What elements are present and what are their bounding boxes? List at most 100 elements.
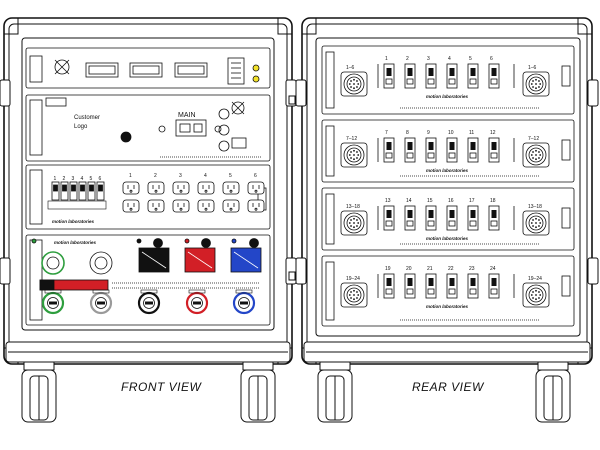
brand-label: motion laboratories <box>54 240 97 245</box>
multipin-connector[interactable] <box>522 282 550 308</box>
branch-breaker[interactable] <box>404 205 416 231</box>
rear-row <box>321 187 575 251</box>
breaker-number: 1 <box>385 56 388 62</box>
knob-icon <box>249 238 259 248</box>
main-breaker-panel <box>25 94 271 162</box>
duplex-outlet[interactable] <box>222 199 240 213</box>
branch-breaker[interactable] <box>425 205 437 231</box>
branch-breaker[interactable] <box>383 137 395 163</box>
indicator-lamp-icon <box>252 75 260 83</box>
branch-breaker[interactable] <box>425 273 437 299</box>
brand-label: motion laboratories <box>426 94 469 99</box>
breaker-number: 20 <box>406 266 412 272</box>
connector-label: 19–24 <box>528 276 542 282</box>
multipin-connector[interactable] <box>522 71 550 97</box>
breaker-number: 10 <box>448 130 454 136</box>
rear-view-label: REAR VIEW <box>412 380 484 394</box>
breaker-number: 14 <box>406 198 412 204</box>
outlet-panel <box>25 164 271 230</box>
duplex-outlet[interactable] <box>172 181 190 195</box>
breaker-number: 17 <box>469 198 475 204</box>
breaker-number: 6 <box>490 56 493 62</box>
duplex-outlet[interactable] <box>147 181 165 195</box>
multipin-connector[interactable] <box>340 142 368 168</box>
branch-breaker[interactable] <box>425 63 437 89</box>
camlok-connector[interactable] <box>232 289 256 315</box>
duplex-outlet[interactable] <box>172 199 190 213</box>
breaker-number: 23 <box>469 266 475 272</box>
breaker-number: 7 <box>385 130 388 136</box>
branch-breaker[interactable] <box>446 137 458 163</box>
front-view-label: FRONT VIEW <box>121 380 202 394</box>
branch-breaker[interactable] <box>404 137 416 163</box>
outlet-number: 4 <box>204 173 207 179</box>
duplex-outlet[interactable] <box>247 181 265 195</box>
branch-breaker[interactable] <box>60 181 69 201</box>
black-phase-box <box>138 247 170 273</box>
rear-row <box>321 255 575 327</box>
connector-label: 13–18 <box>528 204 542 210</box>
breaker-number: 13 <box>385 198 391 204</box>
breaker-number: 22 <box>448 266 454 272</box>
duplex-outlet[interactable] <box>247 199 265 213</box>
branch-breaker[interactable] <box>78 181 87 201</box>
branch-breaker[interactable] <box>87 181 96 201</box>
duplex-outlet[interactable] <box>222 181 240 195</box>
branch-breaker[interactable] <box>383 63 395 89</box>
multipin-connector[interactable] <box>522 142 550 168</box>
breaker-number: 6 <box>99 176 102 182</box>
duplex-outlet[interactable] <box>197 181 215 195</box>
multipin-connector[interactable] <box>340 71 368 97</box>
blue-phase-box <box>230 247 262 273</box>
knob-icon <box>201 238 211 248</box>
branch-breaker[interactable] <box>467 63 479 89</box>
main-breaker[interactable] <box>175 119 207 137</box>
breaker-number: 18 <box>490 198 496 204</box>
camlok-connector[interactable] <box>89 289 113 315</box>
branch-breaker[interactable] <box>96 181 105 201</box>
branch-breaker[interactable] <box>467 205 479 231</box>
connector-label: 1–6 <box>346 65 355 71</box>
branch-breaker[interactable] <box>446 63 458 89</box>
front-casters <box>21 361 276 423</box>
breaker-number: 1 <box>54 176 57 182</box>
branch-breaker[interactable] <box>467 137 479 163</box>
multipin-connector[interactable] <box>522 210 550 236</box>
duplex-outlet[interactable] <box>197 199 215 213</box>
duplex-outlet[interactable] <box>122 199 140 213</box>
branch-breaker[interactable] <box>404 63 416 89</box>
branch-breaker[interactable] <box>383 273 395 299</box>
camlok-connector[interactable] <box>137 289 161 315</box>
breaker-number: 19 <box>385 266 391 272</box>
outlet-number: 6 <box>254 173 257 179</box>
branch-breaker[interactable] <box>69 181 78 201</box>
camlok-connector[interactable] <box>185 289 209 315</box>
branch-breaker[interactable] <box>51 181 60 201</box>
branch-breaker[interactable] <box>488 273 500 299</box>
camlok-connector[interactable] <box>41 289 65 315</box>
branch-breaker[interactable] <box>446 205 458 231</box>
breaker-number: 3 <box>72 176 75 182</box>
branch-breaker[interactable] <box>404 273 416 299</box>
outlet-number: 3 <box>179 173 182 179</box>
round-connector[interactable] <box>89 251 113 275</box>
brand-label: motion laboratories <box>426 304 469 309</box>
breaker-number: 4 <box>81 176 84 182</box>
multipin-connector[interactable] <box>340 282 368 308</box>
round-connector[interactable] <box>41 251 65 275</box>
multipin-connector[interactable] <box>340 210 368 236</box>
branch-breaker[interactable] <box>425 137 437 163</box>
main-label: MAIN <box>178 112 196 119</box>
branch-breaker[interactable] <box>488 63 500 89</box>
branch-breaker[interactable] <box>383 205 395 231</box>
branch-breaker[interactable] <box>488 137 500 163</box>
breaker-number: 16 <box>448 198 454 204</box>
branch-breaker[interactable] <box>488 205 500 231</box>
branch-breaker[interactable] <box>446 273 458 299</box>
breaker-number: 9 <box>427 130 430 136</box>
rear-row <box>321 45 575 115</box>
duplex-outlet[interactable] <box>147 199 165 213</box>
duplex-outlet[interactable] <box>122 181 140 195</box>
branch-breaker[interactable] <box>467 273 479 299</box>
breaker-number: 2 <box>63 176 66 182</box>
